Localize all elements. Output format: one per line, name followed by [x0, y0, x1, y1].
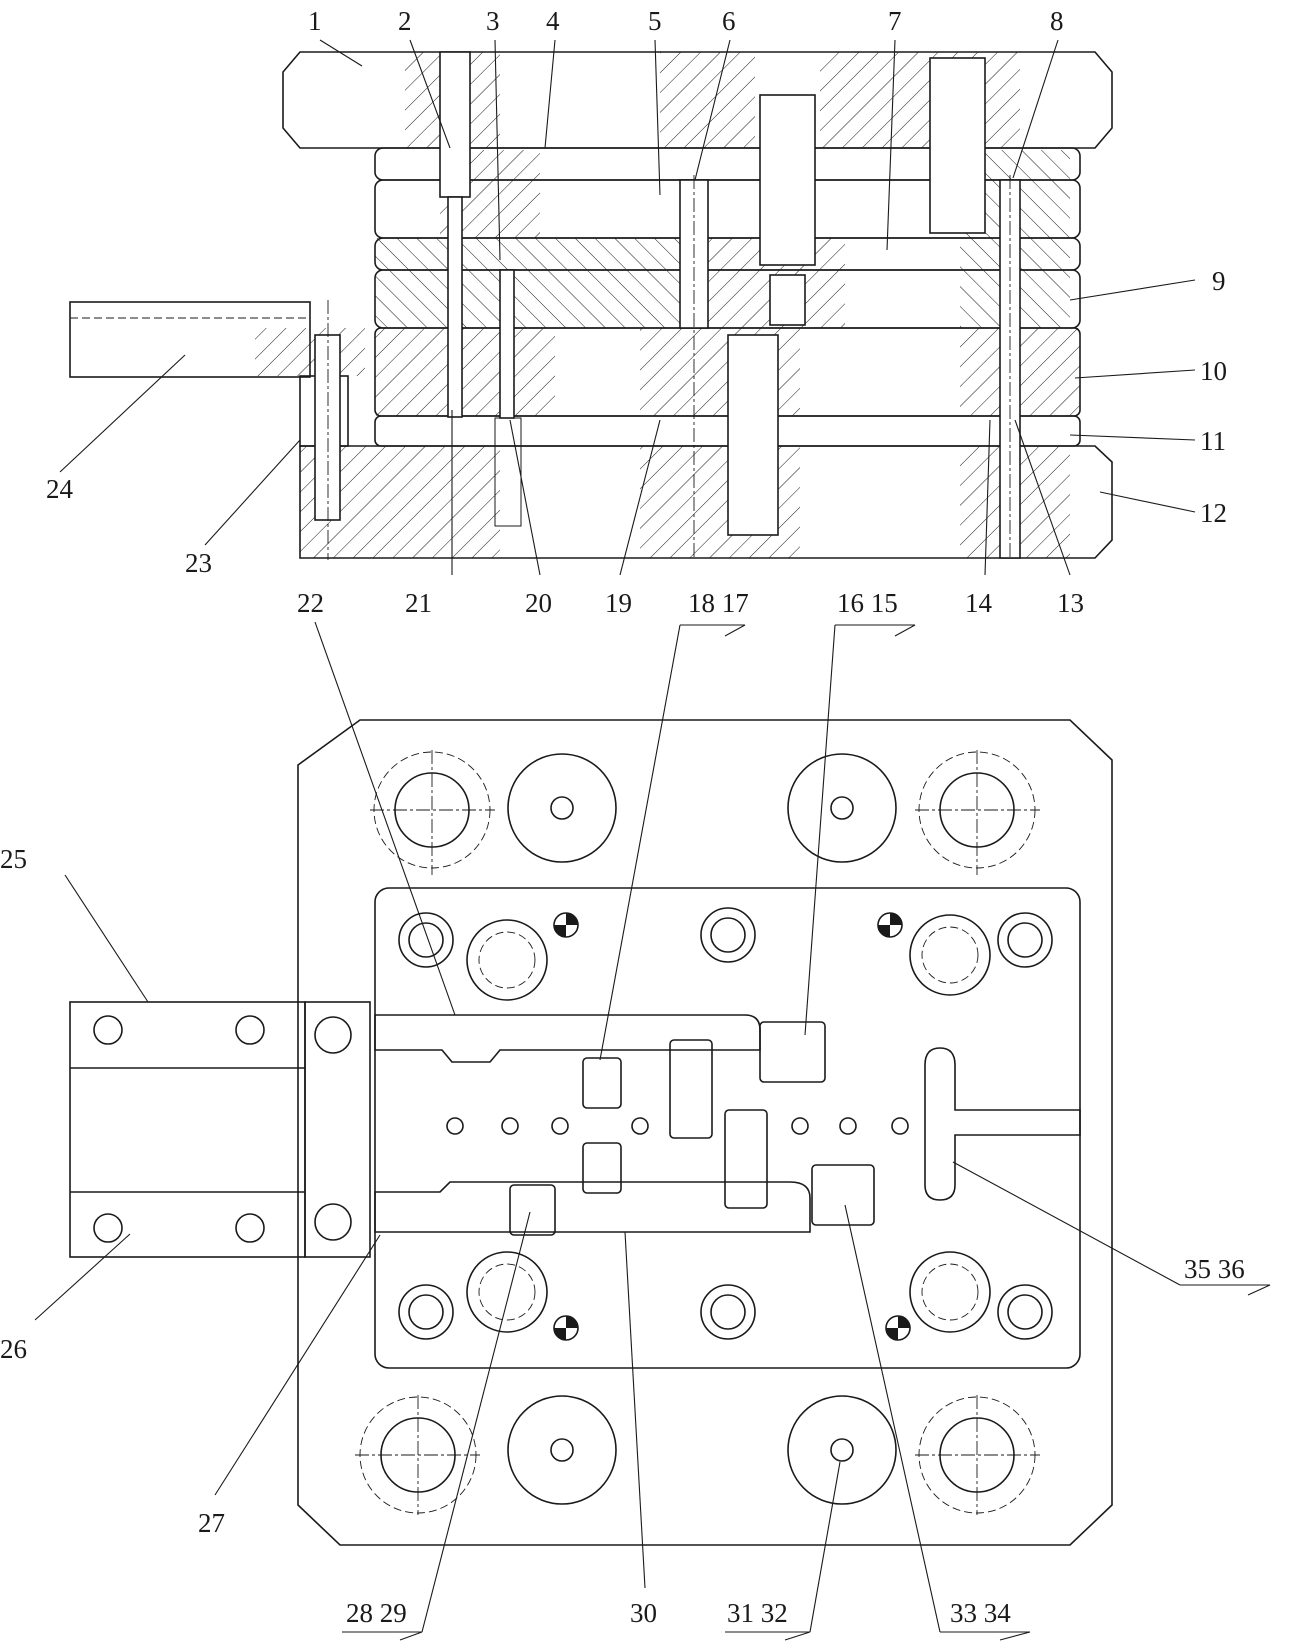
nut-7 — [769, 274, 806, 326]
label-7: 7 — [888, 6, 902, 36]
rod-3 — [499, 269, 515, 419]
label-31-32: 31 32 — [727, 1598, 788, 1628]
label-24: 24 — [46, 474, 74, 504]
label-21: 21 — [405, 588, 432, 618]
pillar-bottom-left — [355, 1395, 480, 1515]
punch-18 — [582, 1057, 622, 1109]
punch-16 — [759, 1021, 826, 1083]
lower-strip-guide-30 — [374, 1181, 811, 1233]
upper-die-base-1 — [282, 51, 1113, 149]
label-9: 9 — [1212, 266, 1226, 296]
feeder-side-block — [304, 1001, 371, 1258]
label-3: 3 — [486, 6, 500, 36]
bushing-bottom-right — [787, 1395, 897, 1505]
label-4: 4 — [546, 6, 560, 36]
pillar-bottom-right — [915, 1395, 1040, 1515]
bolt-lower — [727, 334, 779, 536]
part-number-labels: 1 2 3 4 5 6 7 8 9 10 11 12 24 23 21 20 1… — [0, 6, 1245, 1628]
label-1: 1 — [308, 6, 322, 36]
label-20: 20 — [525, 588, 552, 618]
lower-die-outline — [297, 719, 1113, 1546]
die-plate-outline — [374, 887, 1081, 1369]
label-25: 25 — [0, 844, 27, 874]
bushing-top-left — [507, 753, 617, 863]
stop-block-35 — [924, 1047, 1081, 1201]
bolt-7 — [759, 94, 816, 266]
label-35-36: 35 36 — [1184, 1254, 1245, 1284]
label-33-34: 33 34 — [950, 1598, 1011, 1628]
label-28-29: 28 29 — [346, 1598, 407, 1628]
punch-2 — [439, 51, 471, 198]
pillar-top-right — [915, 750, 1040, 875]
leader-lines — [34, 39, 1271, 1641]
label-2: 2 — [398, 6, 412, 36]
label-14: 14 — [965, 588, 993, 618]
label-19: 19 — [605, 588, 632, 618]
label-30: 30 — [630, 1598, 657, 1628]
plate-bolts — [398, 907, 1053, 1340]
punch-29 — [509, 1184, 556, 1236]
hatch-strip — [375, 238, 705, 328]
pilot-row — [446, 1117, 909, 1135]
punch-33 — [811, 1164, 875, 1226]
pillar-top-left — [370, 750, 495, 875]
label-11: 11 — [1200, 426, 1226, 456]
label-18-17: 18 17 — [688, 588, 749, 618]
feeder-bolts — [93, 1015, 352, 1243]
punch-lower-center — [724, 1109, 768, 1209]
punch-lower-left — [582, 1142, 622, 1194]
label-27: 27 — [198, 1508, 225, 1538]
label-6: 6 — [722, 6, 736, 36]
label-8: 8 — [1050, 6, 1064, 36]
bushing-top-right — [787, 753, 897, 863]
label-10: 10 — [1200, 356, 1227, 386]
label-16-15: 16 15 — [837, 588, 898, 618]
bushing-bottom-left — [507, 1395, 617, 1505]
label-22: 22 — [297, 588, 324, 618]
hatch-strip — [255, 328, 365, 376]
label-5: 5 — [648, 6, 662, 36]
label-23: 23 — [185, 548, 212, 578]
plan-view — [69, 719, 1113, 1546]
hatch-strip — [375, 328, 555, 416]
label-13: 13 — [1057, 588, 1084, 618]
feeder-plate-plan — [69, 1001, 306, 1258]
hatch-strip — [660, 52, 755, 148]
label-12: 12 — [1200, 498, 1227, 528]
bolt-8 — [929, 57, 986, 234]
upper-strip-guide-22 — [374, 1014, 761, 1063]
hatch-strip — [820, 52, 1020, 148]
datum-marks — [553, 912, 911, 1341]
pin-in-guide — [314, 334, 341, 521]
label-26: 26 — [0, 1334, 27, 1364]
punch-2-shank — [447, 196, 463, 418]
section-view — [69, 51, 1113, 560]
punch-center — [669, 1039, 713, 1139]
